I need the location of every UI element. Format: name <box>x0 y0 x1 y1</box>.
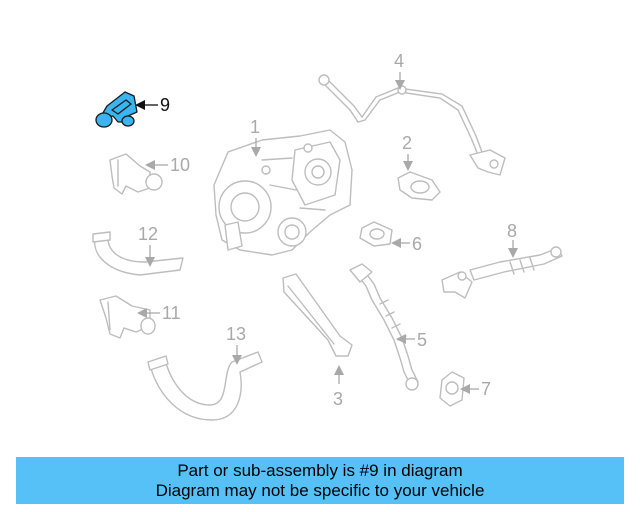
part-4-pipe[interactable] <box>318 74 506 176</box>
svg-text:12: 12 <box>138 224 158 244</box>
svg-text:7: 7 <box>481 379 491 399</box>
callout-9: 9 <box>135 95 170 115</box>
part-1-turbocharger[interactable] <box>213 129 353 256</box>
callout-13: 13 <box>226 324 246 365</box>
banner-line-2: Diagram may not be specific to your vehi… <box>155 480 485 500</box>
svg-text:13: 13 <box>226 324 246 344</box>
callout-1: 1 <box>250 117 261 157</box>
part-5-pipe[interactable] <box>349 263 419 391</box>
callout-12: 12 <box>138 224 158 267</box>
svg-text:3: 3 <box>333 389 343 409</box>
part-3-bracket[interactable] <box>282 273 353 357</box>
callout-8: 8 <box>507 221 518 258</box>
callout-6: 6 <box>391 234 422 254</box>
callout-5: 5 <box>396 330 427 350</box>
callout-7: 7 <box>460 379 491 399</box>
part-6-gasket[interactable] <box>359 221 393 247</box>
part-13-hose[interactable] <box>147 351 263 421</box>
svg-text:11: 11 <box>162 303 181 323</box>
callout-11: 11 <box>137 303 181 323</box>
callout-10: 10 <box>145 155 190 175</box>
svg-text:1: 1 <box>250 117 260 137</box>
svg-text:9: 9 <box>160 95 170 115</box>
part-11[interactable] <box>99 295 156 339</box>
svg-text:2: 2 <box>402 133 412 153</box>
info-banner: Part or sub-assembly is #9 in diagram Di… <box>16 457 624 504</box>
callout-2: 2 <box>402 133 413 171</box>
part-10[interactable] <box>109 153 163 195</box>
svg-text:4: 4 <box>394 51 404 71</box>
callout-3: 3 <box>333 365 344 409</box>
part-7-gasket[interactable] <box>439 371 465 407</box>
svg-text:5: 5 <box>417 330 427 350</box>
banner-line-1: Part or sub-assembly is #9 in diagram <box>177 460 463 480</box>
parts-diagram: 9 10 12 11 13 <box>92 51 563 421</box>
part-12-hose[interactable] <box>92 231 184 276</box>
callout-4: 4 <box>394 51 405 90</box>
svg-text:8: 8 <box>507 221 517 241</box>
svg-text:6: 6 <box>412 234 422 254</box>
part-9-highlighted[interactable] <box>95 91 138 128</box>
svg-text:10: 10 <box>170 155 190 175</box>
part-8-pipe[interactable] <box>441 246 563 299</box>
part-2-gasket[interactable] <box>397 171 441 201</box>
